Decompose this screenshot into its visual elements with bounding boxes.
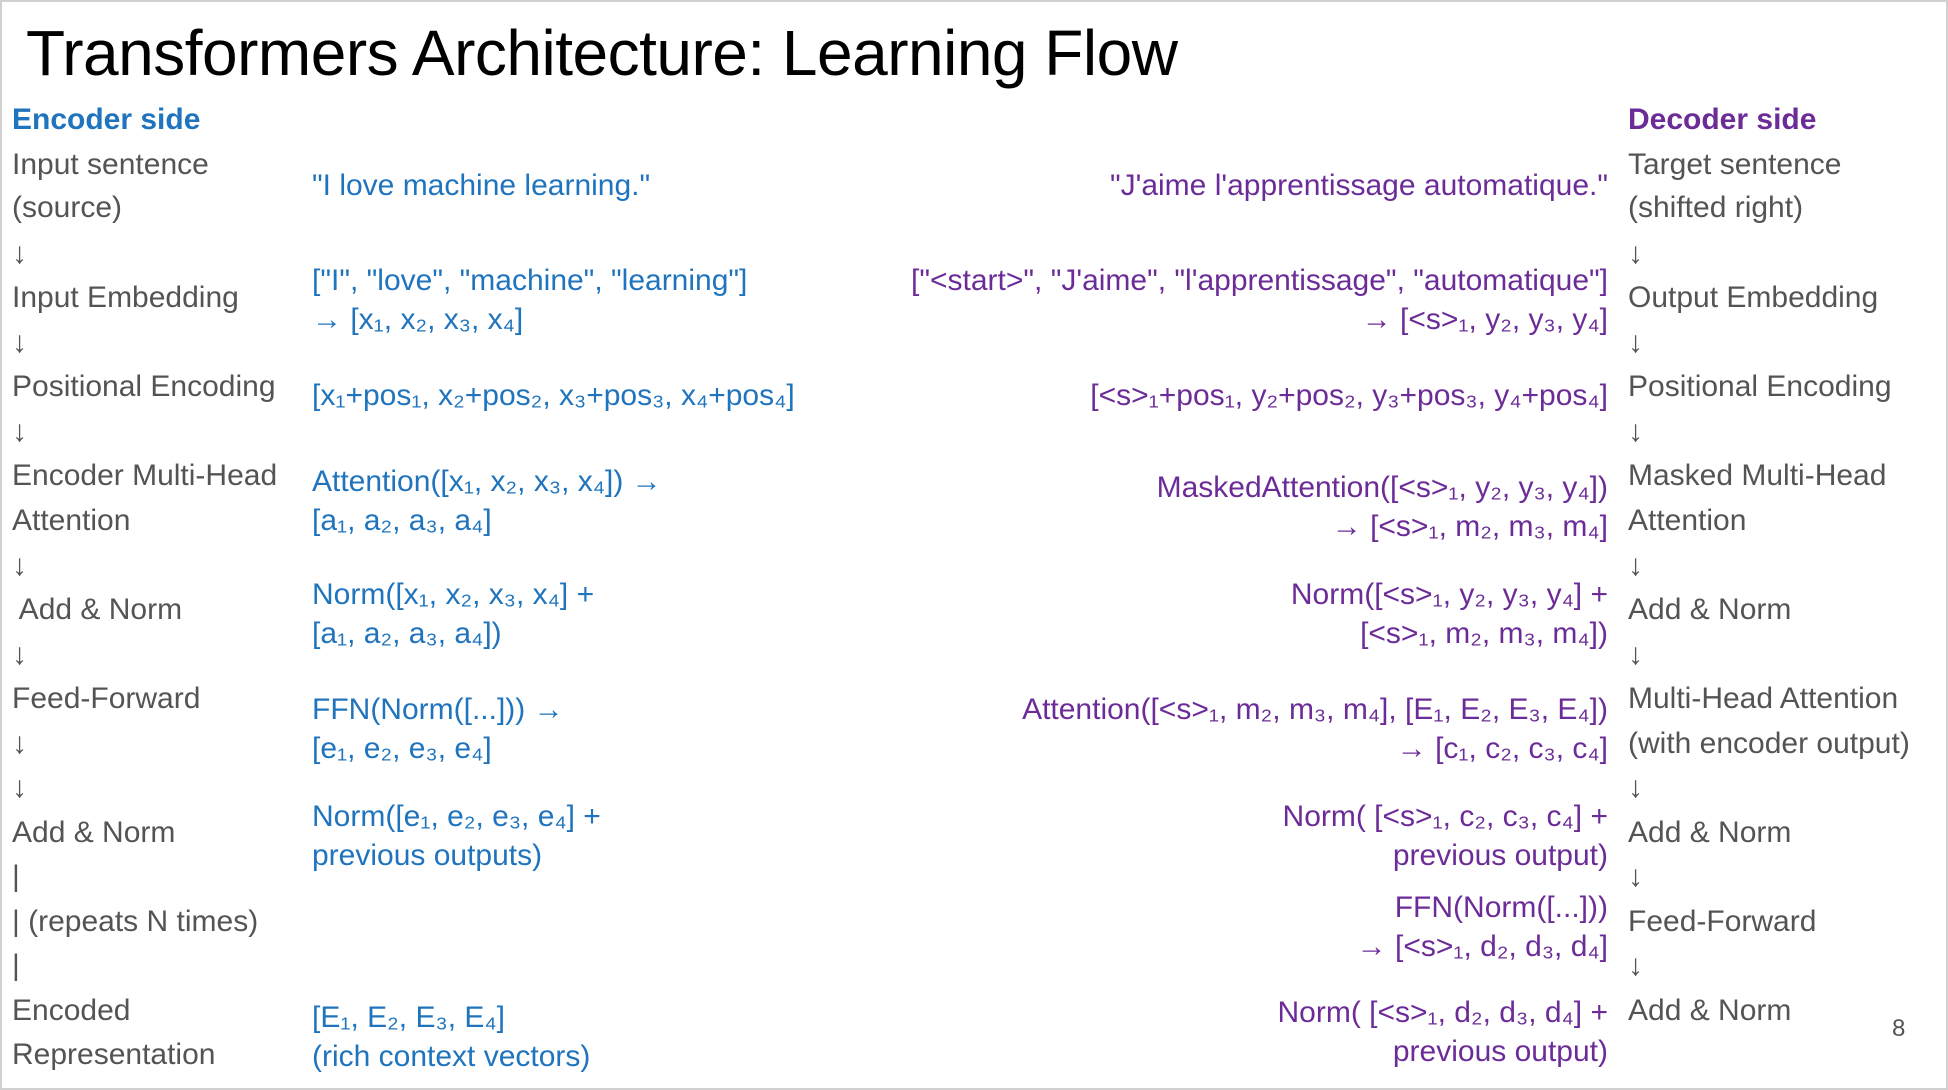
down-arrow: ↓ xyxy=(1628,860,1643,893)
down-arrow: ↓ xyxy=(1628,415,1643,448)
decoder-value: Norm([<s>₁, y₂, y₃, y₄] + xyxy=(1290,578,1608,611)
decoder-label: Output Embedding xyxy=(1628,281,1879,314)
decoder-label: Positional Encoding xyxy=(1628,370,1892,403)
down-arrow: ↓ xyxy=(12,727,27,760)
decoder-label: Masked Multi-Head xyxy=(1628,459,1887,492)
encoder-value: Attention([x₁, x₂, x₃, x₄]) → xyxy=(312,465,662,498)
repeat-bar: | xyxy=(12,860,20,893)
decoder-value: Norm( [<s>₁, c₂, c₃, c₄] + xyxy=(1282,800,1608,833)
encoder-value: FFN(Norm([...])) → xyxy=(312,693,564,726)
encoder-label: Positional Encoding xyxy=(12,370,276,403)
decoder-value: previous output) xyxy=(1392,1035,1608,1068)
down-arrow: ↓ xyxy=(1628,326,1643,359)
encoder-label: Encoded xyxy=(12,994,131,1027)
decoder-value: → [c₁, c₂, c₃, c₄] xyxy=(1396,732,1608,765)
down-arrow: ↓ xyxy=(12,326,27,359)
encoder-value: "I love machine learning." xyxy=(312,169,651,202)
decoder-value: → [<s>₁, y₂, y₃, y₄] xyxy=(1361,303,1608,336)
decoder-value: "J'aime l'apprentissage automatique." xyxy=(1109,169,1608,202)
repeat-note: | (repeats N times) xyxy=(12,905,259,938)
encoder-label: Encoder Multi-Head xyxy=(12,459,278,492)
decoder-label: Add & Norm xyxy=(1628,593,1792,626)
down-arrow: ↓ xyxy=(12,771,27,804)
encoder-header: Encoder side xyxy=(12,103,201,136)
encoder-value: Norm([e₁, e₂, e₃, e₄] + xyxy=(312,800,601,833)
encoder-value: [E₁, E₂, E₃, E₄] xyxy=(312,1001,505,1034)
down-arrow: ↓ xyxy=(12,415,27,448)
encoder-value: ["I", "love", "machine", "learning"] xyxy=(312,264,748,297)
decoder-header: Decoder side xyxy=(1628,103,1817,136)
decoder-value: Norm( [<s>₁, d₂, d₃, d₄] + xyxy=(1277,996,1608,1029)
down-arrow: ↓ xyxy=(1628,237,1643,270)
decoder-value: → [<s>₁, d₂, d₃, d₄] xyxy=(1356,930,1608,963)
decoder-value: → [<s>₁, m₂, m₃, m₄] xyxy=(1331,510,1608,543)
encoder-value: [a₁, a₂, a₃, a₄]) xyxy=(312,617,502,650)
encoder-label: Representation xyxy=(12,1038,216,1071)
decoder-value: MaskedAttention([<s>₁, y₂, y₃, y₄]) xyxy=(1156,471,1608,504)
down-arrow: ↓ xyxy=(1628,949,1643,982)
decoder-label: Add & Norm xyxy=(1628,816,1792,849)
decoder-label: (with encoder output) xyxy=(1628,727,1910,760)
decoder-value: Attention([<s>₁, m₂, m₃, m₄], [E₁, E₂, E… xyxy=(1022,693,1608,726)
decoder-label: Multi-Head Attention xyxy=(1628,682,1899,715)
encoder-label: Add & Norm xyxy=(12,816,176,849)
decoder-value: [<s>₁, m₂, m₃, m₄]) xyxy=(1360,617,1608,650)
decoder-value: ["<start>", "J'aime", "l'apprentissage",… xyxy=(911,264,1608,297)
encoder-label: Add & Norm xyxy=(12,593,183,626)
decoder-label: Add & Norm xyxy=(1628,994,1792,1027)
down-arrow: ↓ xyxy=(12,638,27,671)
down-arrow: ↓ xyxy=(12,237,27,270)
decoder-label: Feed-Forward xyxy=(1628,905,1817,938)
down-arrow: ↓ xyxy=(1628,771,1643,804)
page-number: 8 xyxy=(1892,1015,1906,1042)
encoder-value: [e₁, e₂, e₃, e₄] xyxy=(312,732,492,765)
encoder-value: previous outputs) xyxy=(312,839,543,872)
down-arrow: ↓ xyxy=(1628,638,1643,671)
encoder-label: Input Embedding xyxy=(12,281,239,314)
decoder-label: (shifted right) xyxy=(1628,191,1804,224)
encoder-value: → [x₁, x₂, x₃, x₄] xyxy=(312,303,524,336)
encoder-label: Feed-Forward xyxy=(12,682,201,715)
decoder-label: Target sentence xyxy=(1628,148,1842,181)
down-arrow: ↓ xyxy=(1628,549,1643,582)
decoder-value: FFN(Norm([...])) xyxy=(1394,891,1608,924)
down-arrow: ↓ xyxy=(12,549,27,582)
encoder-value: (rich context vectors) xyxy=(312,1040,591,1073)
encoder-label: Attention xyxy=(12,504,131,537)
encoder-value: Norm([x₁, x₂, x₃, x₄] + xyxy=(312,578,595,611)
slide-title: Transformers Architecture: Learning Flow xyxy=(26,17,1178,89)
encoder-value: [a₁, a₂, a₃, a₄] xyxy=(312,504,492,537)
encoder-label: (source) xyxy=(12,191,123,224)
decoder-value: previous output) xyxy=(1392,839,1608,872)
encoder-label: Input sentence xyxy=(12,148,209,181)
decoder-value: [<s>₁+pos₁, y₂+pos₂, y₃+pos₃, y₄+pos₄] xyxy=(1090,379,1608,412)
repeat-bar: | xyxy=(12,949,20,982)
encoder-value: [x₁+pos₁, x₂+pos₂, x₃+pos₃, x₄+pos₄] xyxy=(312,379,795,412)
decoder-label: Attention xyxy=(1628,504,1747,537)
